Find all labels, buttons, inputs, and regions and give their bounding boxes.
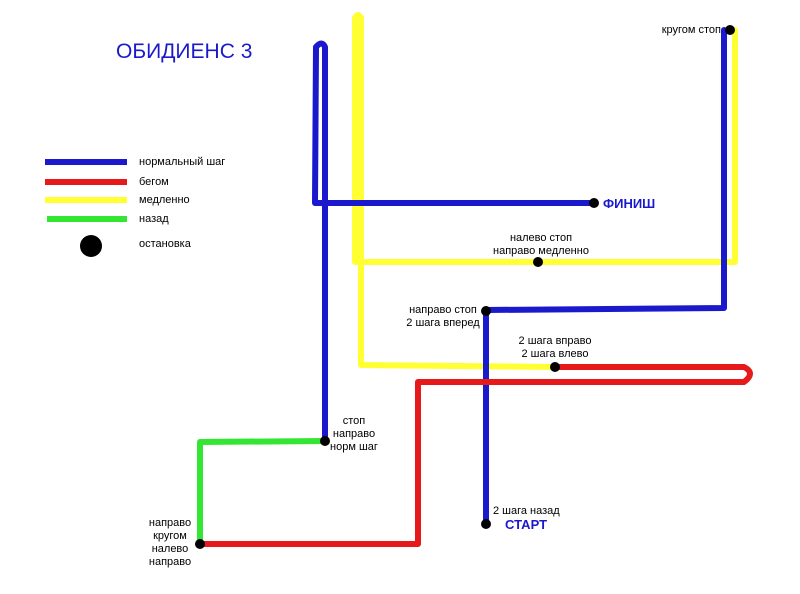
annotation-line: кругом стоп: [661, 24, 721, 36]
stop-dot-turns: [195, 539, 205, 549]
annotation-line: направо: [332, 428, 376, 440]
page-title: ОБИДИЕНС 3: [116, 40, 253, 63]
legend-label-slow: медленно: [139, 194, 190, 206]
annotation-line: 2 шага влево: [521, 348, 589, 360]
annotation-line: направо стоп: [409, 304, 477, 316]
annotation-left-stop-slow: налево стоп направо медленно: [471, 232, 611, 258]
annotation-right-turn-left-right: направо кругом налево направо: [140, 517, 200, 569]
start-label: СТАРТ: [505, 517, 548, 532]
stop-dot-steps-rl: [550, 362, 560, 372]
route-back: [197, 438, 328, 547]
annotation-line: норм шаг: [330, 441, 378, 453]
annotation-right-stop-forward: направо стоп 2 шага вперед: [398, 304, 488, 330]
stop-dot-start: [481, 519, 491, 529]
stop-dot-left-slow: [533, 257, 543, 267]
legend-label-run: бегом: [139, 176, 169, 188]
stop-dot-finish: [589, 198, 599, 208]
stop-dot-turn: [725, 25, 735, 35]
route-normal-start: [483, 27, 727, 527]
annotation-line: кругом: [153, 530, 187, 542]
legend-label-stop: остановка: [139, 238, 191, 250]
annotation-two-steps-back: 2 шага назад: [493, 505, 560, 518]
annotation-steps-right-left: 2 шага вправо 2 шага влево: [510, 335, 600, 361]
annotation-line: направо медленно: [493, 245, 589, 257]
annotation-line: стоп: [342, 415, 366, 427]
annotation-turn-stop: кругом стоп: [651, 24, 721, 37]
annotation-line: налево: [151, 543, 189, 555]
annotation-line: 2 шага вперед: [406, 317, 480, 329]
annotation-line: 2 шага назад: [493, 505, 560, 517]
annotation-line: направо: [148, 517, 192, 529]
route-slow-lower: [358, 362, 558, 370]
annotation-line: налево стоп: [509, 232, 573, 244]
legend-label-normal: нормальный шаг: [139, 156, 226, 168]
legend-label-back: назад: [139, 213, 169, 225]
route-run: [197, 364, 753, 547]
stop-dot-stop-normal: [320, 436, 330, 446]
legend-swatch-stop: [80, 235, 102, 257]
stop-dot-right-forward: [481, 306, 491, 316]
route-normal-finish: [312, 40, 597, 444]
annotation-stop-right-normal: стоп направо норм шаг: [324, 415, 384, 454]
route-slow-upper: [352, 12, 738, 368]
finish-label: ФИНИШ: [603, 196, 656, 211]
annotation-line: направо: [148, 556, 192, 568]
annotation-line: 2 шага вправо: [518, 335, 592, 347]
